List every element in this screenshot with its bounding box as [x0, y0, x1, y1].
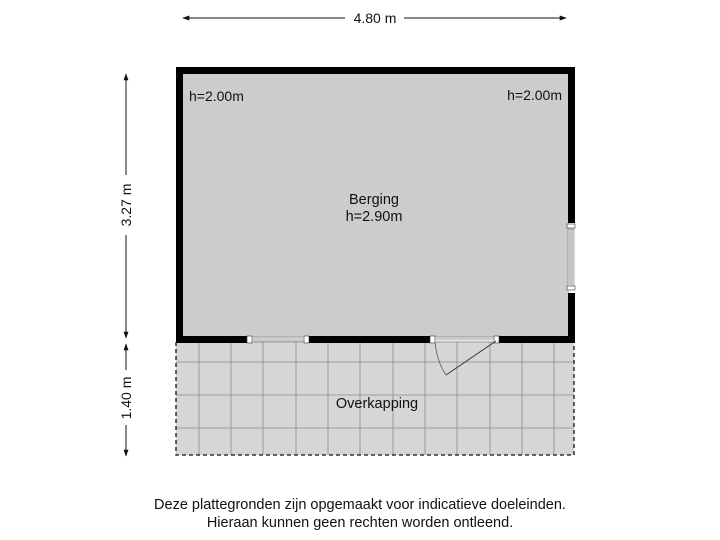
door [429, 335, 500, 376]
room-height-dimension-label: 3.27 m [118, 184, 134, 227]
canopy-area: Overkapping [175, 342, 575, 456]
window-bottom [246, 335, 310, 344]
canopy-height-dimension: 1.40 m [118, 343, 134, 457]
width-dimension: 4.80 m [182, 10, 567, 26]
room-height: h=2.90m [346, 209, 403, 225]
corner-height-left: h=2.00m [189, 88, 244, 104]
canopy-label: Overkapping [336, 396, 418, 412]
room-name: Berging [349, 192, 399, 208]
room-height-dimension: 3.27 m [118, 73, 134, 339]
corner-height-right: h=2.00m [507, 87, 562, 103]
canopy-height-dimension-label: 1.40 m [118, 377, 134, 420]
disclaimer-line-1: Deze plattegronden zijn opgemaakt voor i… [154, 497, 566, 513]
window-right [566, 223, 576, 291]
walls [176, 67, 575, 343]
width-dimension-label: 4.80 m [354, 10, 397, 26]
storage-room: h=2.00m h=2.00m Berging h=2.90m [176, 67, 576, 376]
disclaimer-line-2: Hieraan kunnen geen rechten worden ontle… [206, 515, 514, 531]
